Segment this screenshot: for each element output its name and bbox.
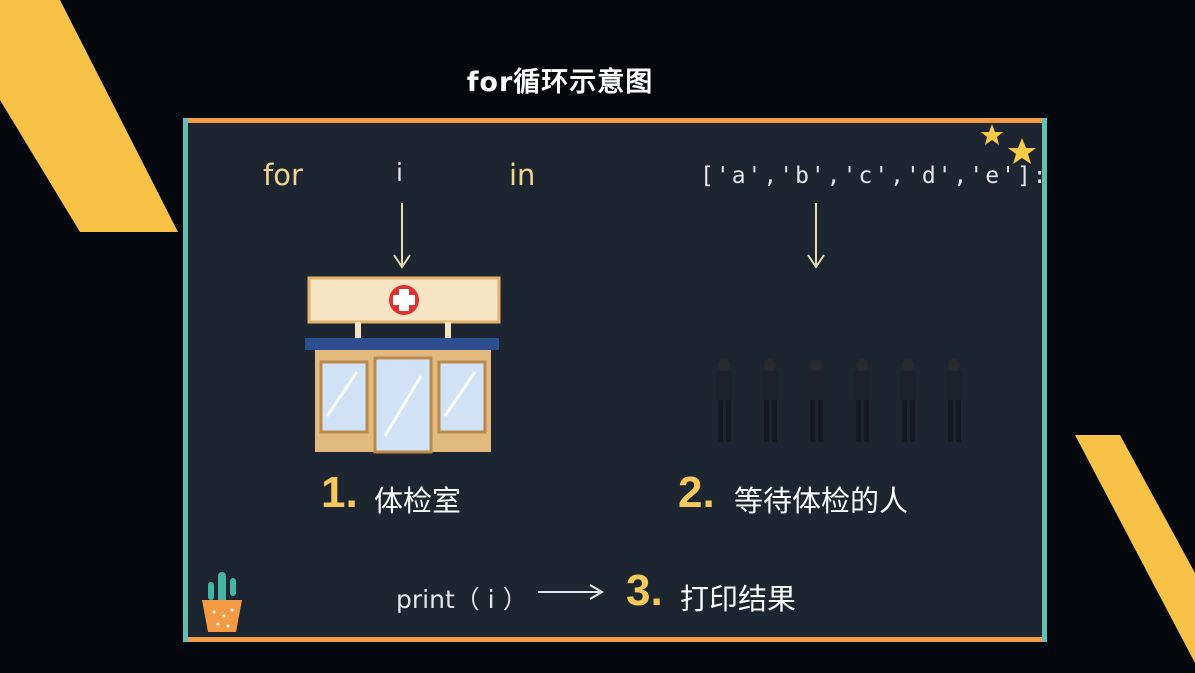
board-bottom-border bbox=[188, 637, 1042, 642]
arrow-down-icon bbox=[807, 203, 825, 269]
hospital-building-icon bbox=[305, 276, 501, 454]
step-3-label: 打印结果 bbox=[680, 582, 797, 616]
board-top-border bbox=[188, 118, 1042, 123]
people-queue bbox=[716, 359, 962, 442]
step-2-number: 2. bbox=[678, 468, 715, 517]
person-icon bbox=[762, 359, 778, 442]
print-statement: print（ i ） bbox=[396, 585, 528, 614]
step-1-number: 1. bbox=[321, 468, 358, 517]
arrow-right-icon bbox=[538, 584, 604, 600]
in-keyword: in bbox=[509, 158, 536, 192]
person-icon bbox=[946, 359, 962, 442]
diagram-board: for i in ['a','b','c','d','e']: bbox=[183, 118, 1047, 642]
loop-variable: i bbox=[396, 158, 403, 187]
arrow-down-icon bbox=[393, 203, 411, 269]
step-3-number: 3. bbox=[626, 566, 663, 615]
page-title: for循环示意图 bbox=[466, 67, 654, 98]
person-icon bbox=[854, 359, 870, 442]
step-1-label: 体检室 bbox=[374, 484, 462, 518]
person-icon bbox=[716, 359, 732, 442]
step-2-label: 等待体检的人 bbox=[734, 484, 909, 518]
person-icon bbox=[808, 359, 824, 442]
decor-stripe-bottom-right bbox=[1075, 435, 1195, 663]
decor-stripe-top-left bbox=[0, 0, 178, 232]
list-literal: ['a','b','c','d','e']: bbox=[700, 163, 1049, 189]
cactus-pot-icon bbox=[202, 572, 242, 632]
for-keyword: for bbox=[263, 158, 303, 192]
star-icon bbox=[981, 124, 1036, 164]
person-icon bbox=[900, 359, 916, 442]
